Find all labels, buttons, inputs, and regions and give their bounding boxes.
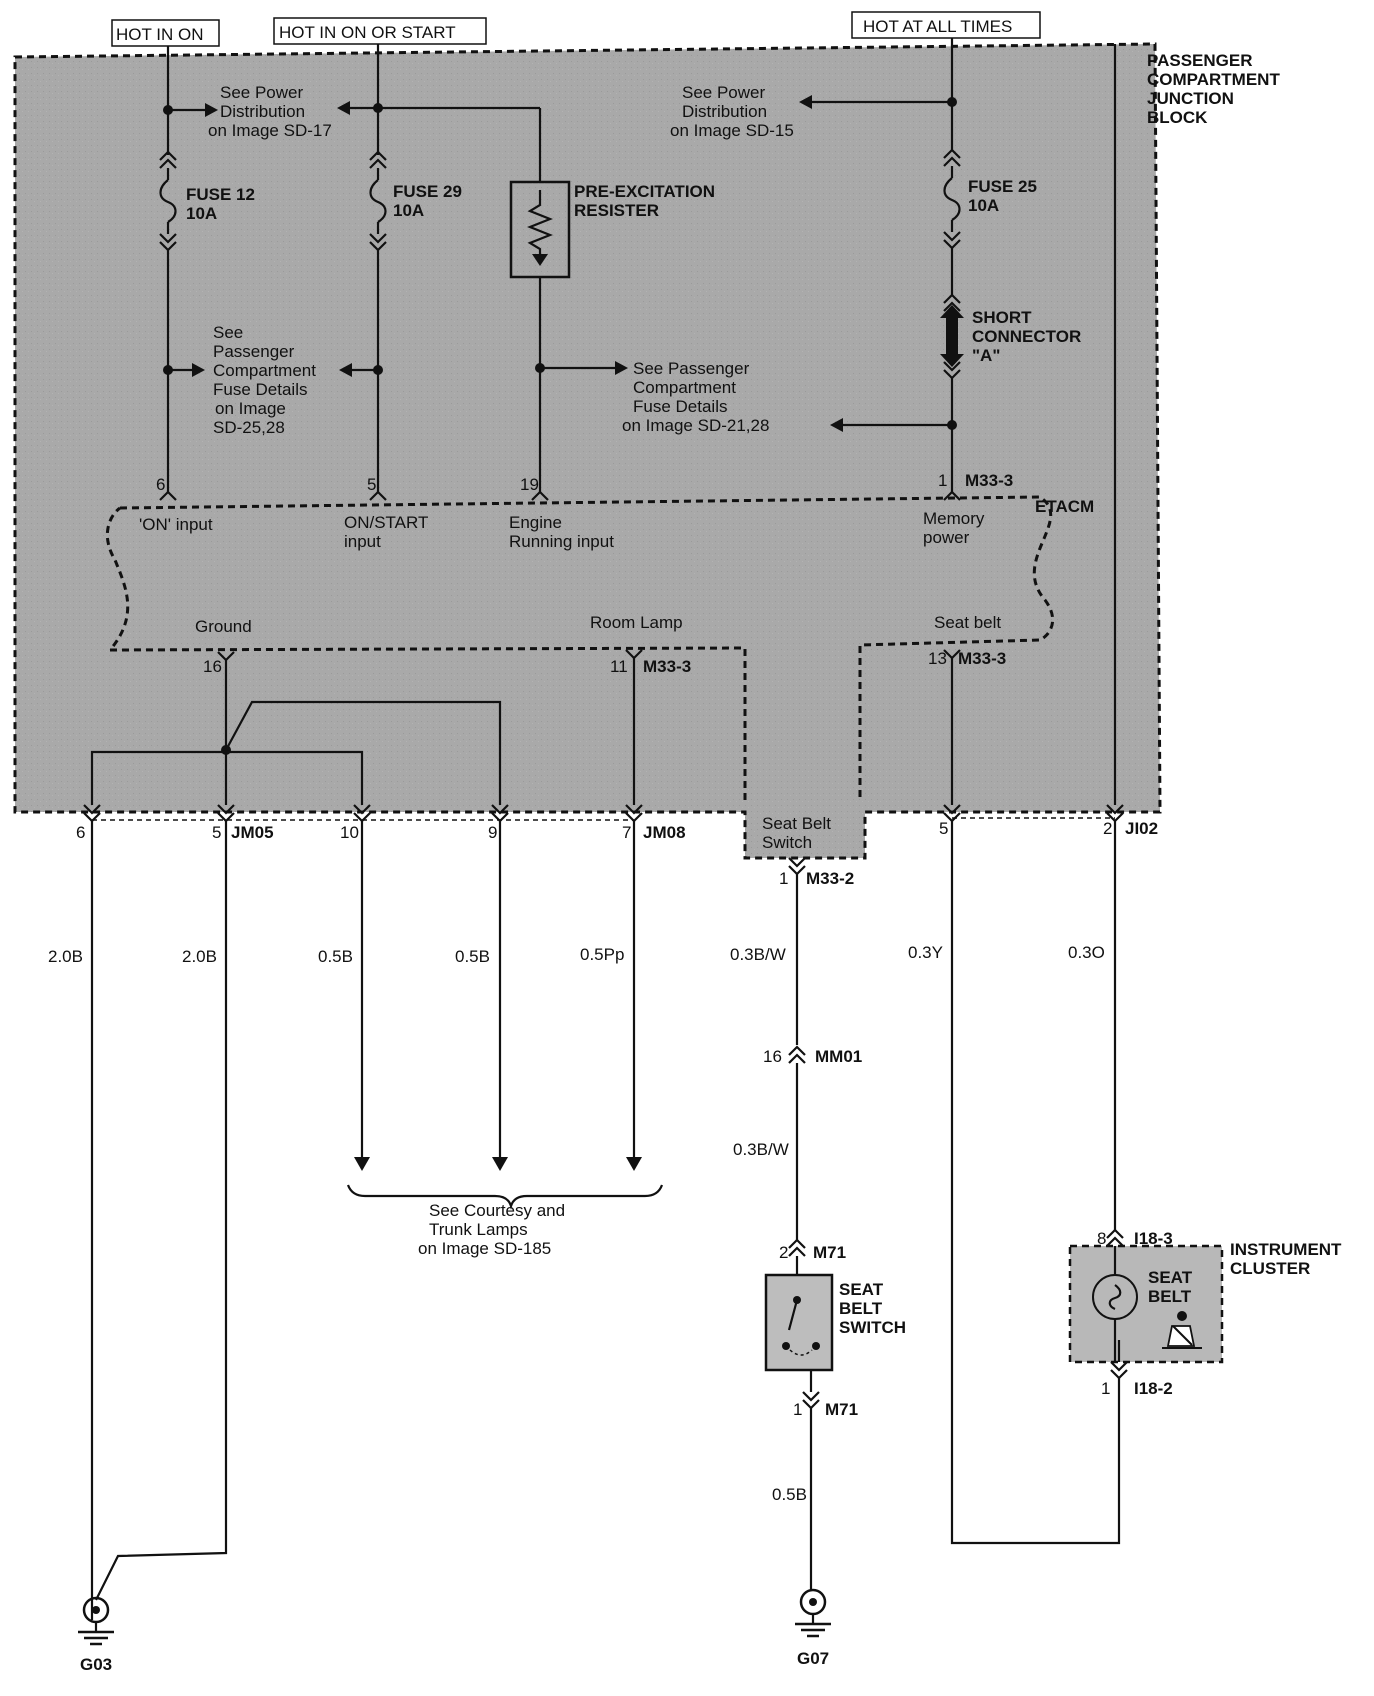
svg-text:10: 10 bbox=[340, 823, 359, 842]
fuse-29-circuit: FUSE 29 10A bbox=[337, 44, 542, 492]
svg-text:6: 6 bbox=[76, 823, 85, 842]
etacm-output-pins: Ground Room Lamp Seat belt 16 11 M33-3 1… bbox=[195, 613, 1006, 852]
hot-in-on-or-start-box bbox=[273, 17, 487, 45]
svg-text:0.3B/W: 0.3B/W bbox=[733, 1140, 789, 1159]
etacm-label: ETACM bbox=[1035, 497, 1094, 516]
svg-text:0.3B/W: 0.3B/W bbox=[730, 945, 786, 964]
seat-belt-switch-label: SEAT BELT SWITCH bbox=[839, 1280, 906, 1337]
fuse-29-label: FUSE 29 10A bbox=[393, 182, 467, 220]
junction-block-label: PASSENGER COMPARTMENT JUNCTION BLOCK bbox=[1147, 51, 1285, 127]
svg-text:Room Lamp: Room Lamp bbox=[590, 613, 683, 632]
svg-text:1: 1 bbox=[793, 1400, 802, 1419]
svg-text:'ON' input: 'ON' input bbox=[139, 515, 213, 534]
svg-text:9: 9 bbox=[488, 823, 497, 842]
svg-text:1: 1 bbox=[779, 869, 788, 888]
svg-text:Memory power: Memory power bbox=[923, 509, 989, 547]
svg-text:1: 1 bbox=[938, 471, 947, 490]
external-wires: 2.0B 2.0B 0.5B 0.5B 0.5Pp 0.3B/W 0.3Y 0.… bbox=[48, 821, 1128, 1620]
svg-text:M71: M71 bbox=[825, 1400, 858, 1419]
svg-text:6: 6 bbox=[156, 475, 165, 494]
instrument-cluster-label: INSTRUMENT CLUSTER bbox=[1230, 1240, 1346, 1278]
seat-belt-icon bbox=[1162, 1311, 1202, 1349]
svg-text:11: 11 bbox=[610, 657, 628, 676]
svg-text:JM08: JM08 bbox=[643, 823, 686, 842]
svg-text:Engine Running input: Engine Running input bbox=[509, 513, 614, 551]
fuse-12-label: FUSE 12 10A bbox=[186, 185, 260, 223]
svg-text:I18-3: I18-3 bbox=[1134, 1229, 1173, 1248]
fuse-25-label: FUSE 25 10A bbox=[968, 177, 1042, 215]
seat-belt-switch-tab-label: Seat Belt Switch bbox=[762, 814, 836, 852]
ground-g07: G07 bbox=[795, 1588, 831, 1668]
svg-text:2.0B: 2.0B bbox=[48, 947, 83, 966]
svg-text:8: 8 bbox=[1097, 1229, 1106, 1248]
svg-text:JI02: JI02 bbox=[1125, 819, 1158, 838]
svg-text:0.5B: 0.5B bbox=[772, 1485, 807, 1504]
svg-text:JM05: JM05 bbox=[231, 823, 274, 842]
external-connector-labels: 16 MM01 2 M71 1 M71 8 I18-3 1 I18-2 bbox=[763, 1047, 1173, 1419]
fuse-25-circuit: FUSE 25 10A SHORT CONNECTOR "A" bbox=[799, 38, 1086, 492]
svg-text:2.0B: 2.0B bbox=[182, 947, 217, 966]
pre-excitation-resistor: PRE-EXCITATION RESISTER bbox=[509, 180, 720, 492]
courtesy-lamps-ref: See Courtesy and Trunk Lamps on Image SD… bbox=[346, 1184, 664, 1258]
svg-text:Ground: Ground bbox=[195, 617, 252, 636]
svg-text:M33-2: M33-2 bbox=[806, 869, 854, 888]
svg-text:5: 5 bbox=[212, 823, 221, 842]
svg-text:13: 13 bbox=[928, 649, 947, 668]
ground-internal-wiring bbox=[90, 44, 1117, 805]
svg-text:0.5B: 0.5B bbox=[455, 947, 490, 966]
ground-g03: G03 bbox=[78, 1596, 114, 1674]
svg-text:ON/START input: ON/START input bbox=[344, 513, 433, 551]
fuse-12-circuit: FUSE 12 10A bbox=[159, 46, 260, 492]
svg-text:M33-3: M33-3 bbox=[965, 471, 1013, 490]
svg-text:0.3Y: 0.3Y bbox=[908, 943, 943, 962]
power-distribution-sd15-ref: See Power Distribution on Image SD-15 bbox=[670, 83, 794, 140]
svg-text:16: 16 bbox=[203, 657, 222, 676]
svg-text:2: 2 bbox=[1103, 819, 1112, 838]
fuse-details-sd21-ref: See Passenger Compartment Fuse Details o… bbox=[622, 359, 769, 435]
svg-text:0.5B: 0.5B bbox=[318, 947, 353, 966]
instrument-cluster: SEAT BELT INSTRUMENT CLUSTER bbox=[1068, 1240, 1346, 1364]
bottom-connectors: 6 5 JM05 10 9 7 JM08 1 M33-2 5 2 JI02 bbox=[76, 804, 1158, 888]
svg-text:16: 16 bbox=[763, 1047, 782, 1066]
hot-in-on-box bbox=[111, 19, 220, 47]
hot-in-on-label: HOT IN ON bbox=[116, 25, 204, 44]
svg-text:0.3O: 0.3O bbox=[1068, 943, 1105, 962]
svg-text:G03: G03 bbox=[80, 1655, 112, 1674]
svg-text:I18-2: I18-2 bbox=[1134, 1379, 1173, 1398]
junction-block-region bbox=[13, 42, 1162, 860]
etacm-input-pins: 6 5 19 1 M33-3 'ON' input ON/START input… bbox=[139, 471, 1094, 551]
svg-text:Seat belt: Seat belt bbox=[934, 613, 1001, 632]
svg-text:M33-3: M33-3 bbox=[643, 657, 691, 676]
svg-text:0.5Pp: 0.5Pp bbox=[580, 945, 624, 964]
power-distribution-sd17-ref: See Power Distribution on Image SD-17 bbox=[208, 83, 332, 140]
seat-belt-switch: SEAT BELT SWITCH bbox=[764, 1273, 906, 1372]
svg-text:19: 19 bbox=[520, 475, 539, 494]
short-connector-label: SHORT CONNECTOR "A" bbox=[972, 308, 1086, 365]
etacm-outline bbox=[105, 495, 1055, 800]
svg-text:See Courtesy and Trunk L: See Courtesy and Trunk Lamps on Image SD… bbox=[418, 1201, 570, 1258]
svg-text:5: 5 bbox=[939, 819, 948, 838]
svg-text:7: 7 bbox=[622, 823, 631, 842]
svg-text:MM01: MM01 bbox=[815, 1047, 862, 1066]
svg-text:1: 1 bbox=[1101, 1379, 1110, 1398]
svg-text:2: 2 bbox=[779, 1243, 788, 1262]
svg-text:5: 5 bbox=[367, 475, 376, 494]
hot-in-on-or-start-label: HOT IN ON OR START bbox=[279, 23, 456, 42]
hot-at-all-times-label: HOT AT ALL TIMES bbox=[863, 17, 1012, 36]
hot-at-all-times-box bbox=[851, 11, 1041, 39]
fuse-details-sd25-ref: See Passenger Compartment Fuse Details o… bbox=[213, 323, 321, 437]
svg-text:G07: G07 bbox=[797, 1649, 829, 1668]
svg-text:M33-3: M33-3 bbox=[958, 649, 1006, 668]
svg-text:M71: M71 bbox=[813, 1243, 846, 1262]
seat-belt-indicator-label: SEAT BELT bbox=[1148, 1268, 1197, 1306]
pre-excitation-resistor-label: PRE-EXCITATION RESISTER bbox=[574, 182, 720, 220]
